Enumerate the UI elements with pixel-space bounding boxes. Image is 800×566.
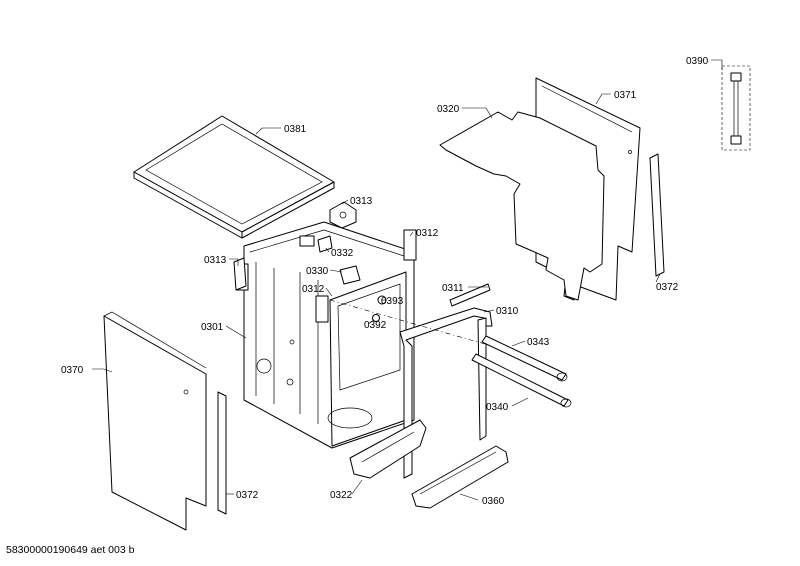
part-0332-latch[interactable] xyxy=(317,235,333,253)
label-0371: 0371 xyxy=(614,90,637,101)
label-0320: 0320 xyxy=(437,104,460,115)
label-0390: 0390 xyxy=(686,56,709,67)
part-0310-frame[interactable] xyxy=(399,307,493,479)
label-0381: 0381 xyxy=(284,124,307,135)
part-0390-hose[interactable] xyxy=(721,65,751,151)
label-0313-left: 0313 xyxy=(204,255,227,266)
part-0360-cover[interactable] xyxy=(411,445,509,509)
part-0372-strip-right[interactable] xyxy=(649,153,665,277)
label-0312-right: 0312 xyxy=(416,228,439,239)
label-0340: 0340 xyxy=(486,402,509,413)
part-0330-plate[interactable] xyxy=(339,265,361,285)
label-0370: 0370 xyxy=(61,365,84,376)
part-0322-base[interactable] xyxy=(349,419,427,479)
label-0301: 0301 xyxy=(201,322,224,333)
part-0381-worktop[interactable] xyxy=(133,115,335,239)
label-0313-top: 0313 xyxy=(350,196,373,207)
part-0301-tub[interactable] xyxy=(235,221,417,449)
part-0370-side-panel[interactable] xyxy=(103,311,207,531)
label-0393: 0393 xyxy=(381,296,404,307)
part-0320-insulation[interactable] xyxy=(439,111,605,301)
label-0322: 0322 xyxy=(330,490,353,501)
label-0330: 0330 xyxy=(306,266,329,277)
document-id: 58300000190649 aet 003 b xyxy=(6,544,135,556)
label-0372-left: 0372 xyxy=(236,490,259,501)
part-0313-bracket-left[interactable] xyxy=(233,257,247,291)
part-0311-bar[interactable] xyxy=(449,283,491,307)
leader-lines xyxy=(92,59,723,501)
part-0392[interactable] xyxy=(372,314,380,322)
part-0313-bracket-top[interactable] xyxy=(329,201,357,229)
label-0392: 0392 xyxy=(364,320,387,331)
label-0332: 0332 xyxy=(331,248,354,259)
part-0340-rail[interactable] xyxy=(471,353,572,408)
label-0360: 0360 xyxy=(482,496,505,507)
part-0372-strip-left[interactable] xyxy=(217,391,227,515)
part-0343-rail[interactable] xyxy=(481,335,568,382)
label-0312-left: 0312 xyxy=(302,284,325,295)
label-0310: 0310 xyxy=(496,306,519,317)
label-0343: 0343 xyxy=(527,337,550,348)
label-0311: 0311 xyxy=(442,283,464,294)
label-0372-right: 0372 xyxy=(656,282,679,293)
